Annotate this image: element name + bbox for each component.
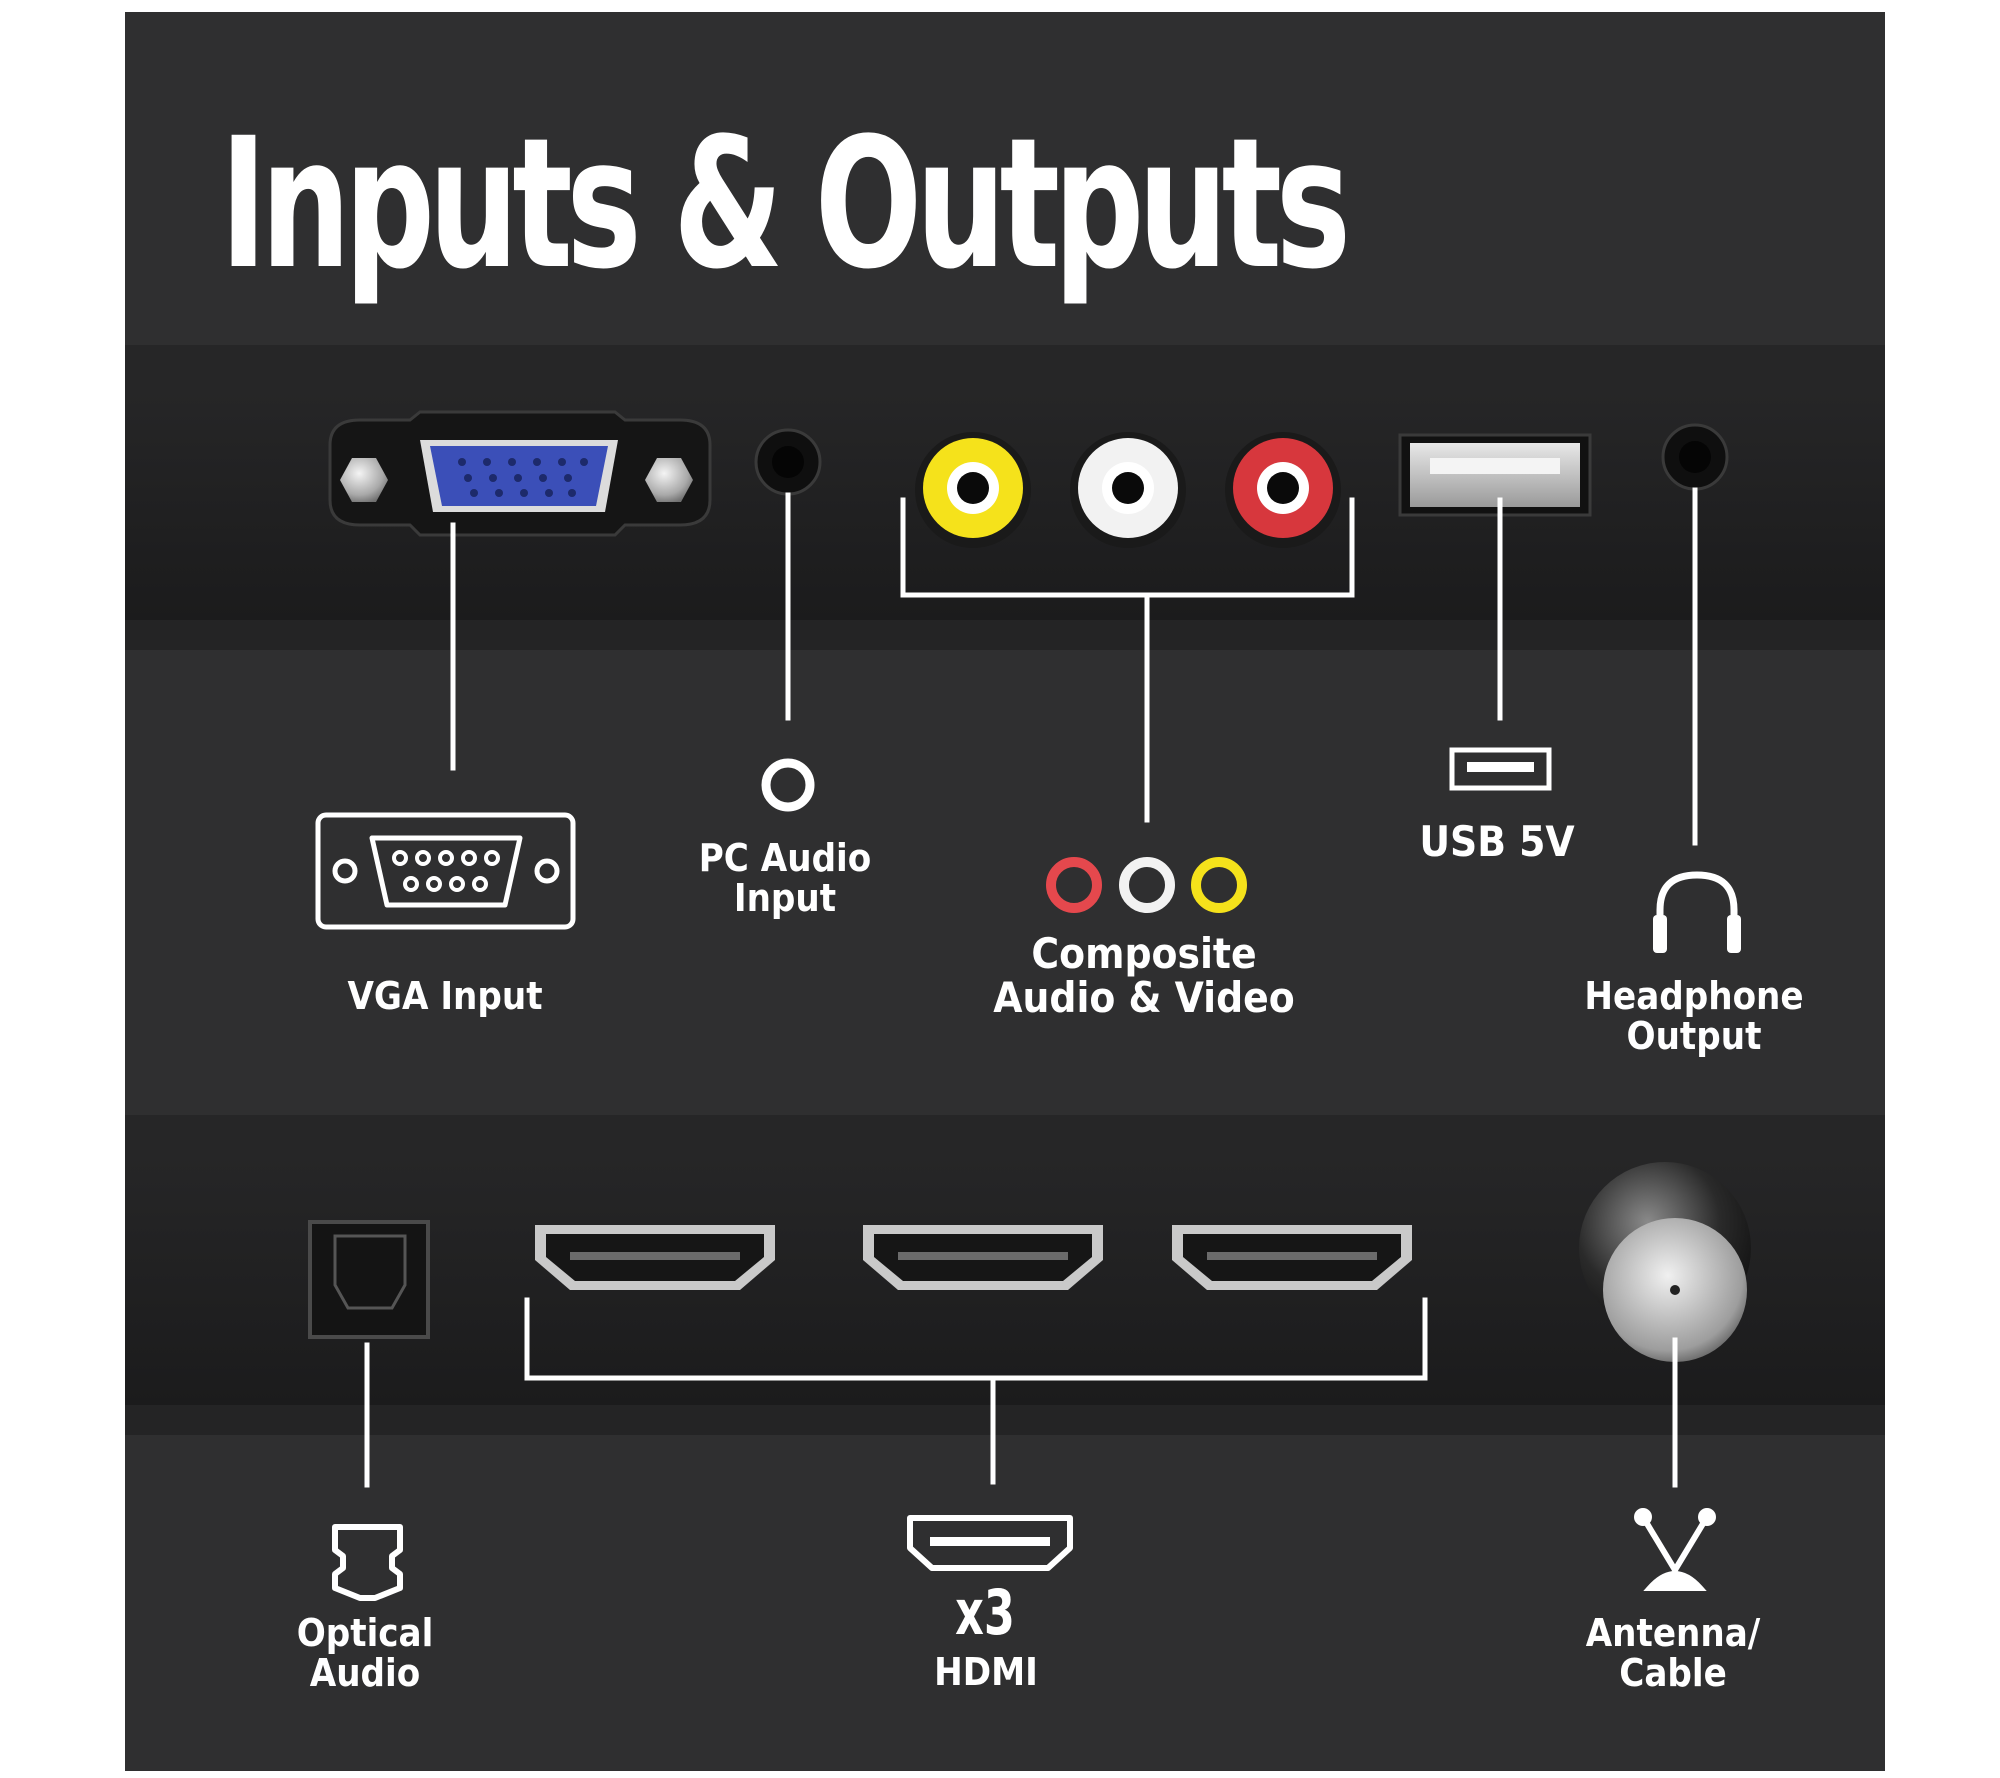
composite-label-line1: Composite — [1031, 929, 1257, 978]
vga-input-label: VGA Input — [347, 976, 542, 1016]
rca-jacks-icon — [1046, 857, 1247, 913]
leader-lines — [364, 487, 1698, 1488]
pc-audio-label: PC Audio Input — [699, 838, 872, 918]
page-title: Inputs & Outputs — [220, 100, 1351, 309]
hdmi-port-3 — [1172, 1225, 1412, 1290]
composite-label-line2: Audio & Video — [993, 973, 1295, 1022]
optical-label: Optical Audio — [297, 1613, 434, 1693]
hdmi-port-1 — [535, 1225, 775, 1290]
usb-label-text: USB 5V — [1419, 817, 1575, 866]
audio-jack-icon — [761, 758, 815, 812]
optical-audio-icon — [332, 1524, 403, 1601]
headphone-jack — [1661, 423, 1729, 491]
background-panel — [125, 12, 1885, 1771]
antenna-label: Antenna/ Cable — [1586, 1613, 1761, 1693]
headphone-label-line1: Headphone — [1584, 974, 1804, 1018]
headphones-icon — [1653, 871, 1741, 953]
headphone-label-line2: Output — [1626, 1014, 1762, 1058]
hdmi-count: x3 — [955, 1580, 1015, 1646]
hdmi-count-text: x3 — [955, 1576, 1015, 1649]
rca-jack-red — [1225, 432, 1341, 548]
usb-icon — [1449, 747, 1552, 791]
antenna-label-line1: Antenna/ — [1585, 1611, 1761, 1655]
vga-port — [328, 410, 712, 537]
optical-label-line1: Optical — [296, 1611, 434, 1655]
hdmi-icon — [907, 1515, 1073, 1571]
hdmi-port-2 — [863, 1225, 1103, 1290]
vga-label-text: VGA Input — [347, 974, 543, 1018]
headphone-label: Headphone Output — [1584, 976, 1803, 1056]
pc-audio-label-line1: PC Audio — [698, 836, 872, 880]
pc-audio-jack — [754, 428, 822, 496]
composite-label: Composite Audio & Video — [993, 932, 1294, 1020]
optical-port — [308, 1220, 430, 1339]
antenna-label-line2: Cable — [1619, 1651, 1727, 1695]
antenna-icon — [1634, 1508, 1716, 1591]
hdmi-label: HDMI — [934, 1652, 1038, 1692]
rca-jack-white — [1070, 432, 1186, 548]
usb-port — [1398, 433, 1592, 517]
rca-jack-yellow — [915, 432, 1031, 548]
usb-label: USB 5V — [1419, 817, 1575, 866]
pc-audio-label-line2: Input — [733, 876, 837, 920]
coax-port — [1579, 1162, 1751, 1362]
vga-connector-icon — [315, 812, 576, 930]
optical-label-line2: Audio — [309, 1651, 421, 1695]
hdmi-label-text: HDMI — [934, 1650, 1038, 1694]
